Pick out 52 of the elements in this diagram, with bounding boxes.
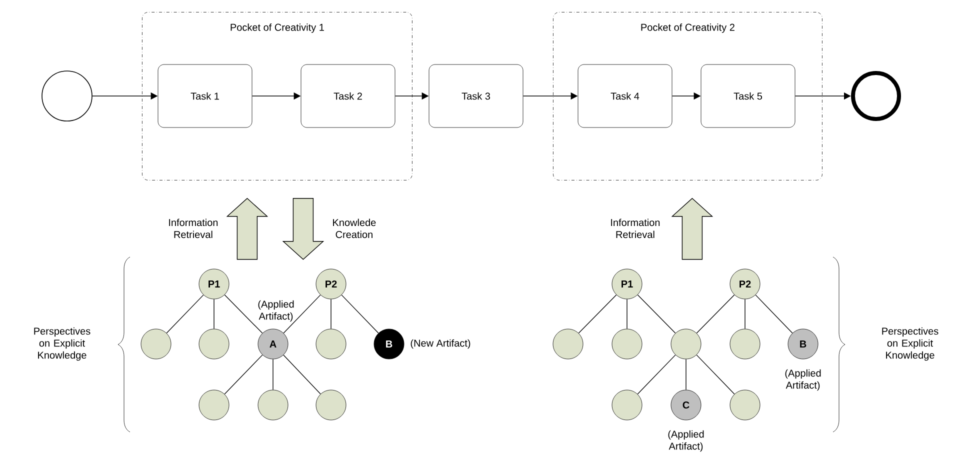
tree-node [198,390,230,420]
tree-line [272,358,274,390]
tree-node: P2 [730,268,760,300]
start-circle [42,70,92,122]
tree-line [637,294,676,334]
tree-line [626,298,628,330]
tree-line [696,354,735,394]
tree-node: P1 [198,268,230,300]
tree-line [637,354,676,394]
end-circle [851,71,901,121]
tree-line [755,294,793,334]
tree-node [316,328,346,360]
tree-node [552,328,584,360]
tree-node: B [374,328,404,360]
tree-node: B [788,328,818,360]
node-caption: (New Artifact) [410,339,470,349]
tree-node [612,328,642,360]
tree-node: A [258,328,288,360]
tree-line [224,294,263,334]
tree-line [696,294,735,334]
tree-line [341,294,379,334]
tree-node [730,328,760,360]
tree-line [744,298,746,330]
tree-node: C [670,390,702,420]
tree-line [283,354,321,394]
tree-node [730,390,760,420]
tree-line [330,298,332,330]
task-box: Task 4 [578,64,672,128]
edge-label: Information Retrieval [169,218,218,238]
side-label: Perspectives on Explicit Knowledge [34,327,90,361]
task-box: Task 1 [158,64,252,128]
tree-node [198,328,230,360]
task-box: Task 3 [428,64,524,128]
task-box: Task 5 [700,64,796,128]
side-label: Perspectives on Explicit Knowledge [882,327,938,361]
tree-node: P2 [316,268,346,300]
tree-line [166,294,204,334]
node-caption: (Applied Artifact) [785,369,821,391]
tree-node [670,328,702,360]
tree-node [140,328,172,360]
edge-label: Information Retrieval [611,218,660,238]
node-caption: (Applied Artifact) [258,300,294,322]
task-box: Task 2 [300,64,396,128]
tree-node [258,390,288,420]
edge-label: Knowlede Creation [333,218,376,238]
node-caption: (Applied Artifact) [668,430,704,452]
tree-node [316,390,346,420]
tree-node [612,390,642,420]
tree-line [224,354,263,394]
tree-line [578,294,617,334]
tree-node: P1 [612,268,642,300]
tree-line [283,294,321,334]
